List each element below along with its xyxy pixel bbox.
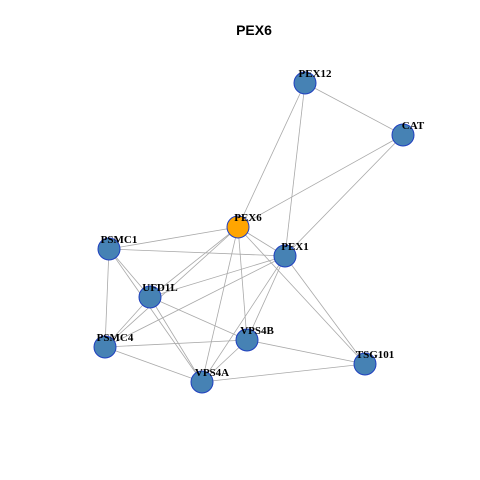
node-label-vps4b: VPS4B [240, 325, 274, 337]
node-psmc1 [97, 237, 121, 261]
node-pex12 [293, 71, 317, 95]
edge-psmc4-vps4b [104, 339, 248, 348]
edge-pex6-ufd1l [149, 226, 239, 298]
edge-pex6-psmc1 [108, 226, 239, 250]
node-cat [391, 123, 415, 147]
edge-psmc1-vps4a [108, 248, 203, 383]
node-label-pex12: PEX12 [299, 68, 333, 80]
node-label-pex6: PEX6 [234, 212, 262, 224]
edge-pex6-tsg101 [237, 226, 366, 365]
edge-vps4b-tsg101 [246, 339, 366, 365]
node-label-cat: CAT [402, 120, 425, 132]
node-layer [93, 71, 415, 394]
edge-vps4a-tsg101 [201, 363, 366, 383]
edge-pex12-pex1 [284, 82, 306, 257]
edge-pex6-psmc4 [104, 226, 239, 348]
edge-cat-pex6 [237, 134, 404, 228]
edge-pex6-vps4b [237, 226, 248, 341]
diagram-title: PEX6 [236, 22, 272, 38]
node-label-psmc1: PSMC1 [101, 234, 138, 246]
edge-psmc4-vps4a [104, 346, 203, 383]
edge-pex1-psmc4 [104, 255, 286, 348]
edge-pex1-ufd1l [149, 255, 286, 298]
edge-psmc1-pex1 [108, 248, 286, 257]
node-tsg101 [353, 352, 377, 376]
node-label-vps4a: VPS4A [195, 367, 229, 379]
node-ufd1l [138, 285, 162, 309]
edge-pex12-pex6 [237, 82, 306, 228]
edge-pex1-vps4a [201, 255, 286, 383]
edge-psmc1-psmc4 [104, 248, 110, 348]
node-vps4a [190, 370, 214, 394]
edge-pex1-tsg101 [284, 255, 366, 365]
node-vps4b [235, 328, 259, 352]
node-label-pex1: PEX1 [281, 241, 309, 253]
edge-ufd1l-vps4b [149, 296, 248, 341]
node-label-psmc4: PSMC4 [97, 332, 134, 344]
node-label-tsg101: TSG101 [356, 349, 395, 361]
edge-cat-pex1 [284, 134, 404, 257]
node-label-ufd1l: UFD1L [142, 282, 177, 294]
edge-pex1-vps4b [246, 255, 286, 341]
edge-ufd1l-vps4a [149, 296, 203, 383]
node-pex1 [273, 244, 297, 268]
node-pex6 [226, 215, 250, 239]
node-psmc4 [93, 335, 117, 359]
edge-pex6-vps4a [201, 226, 239, 383]
edge-pex12-cat [304, 82, 404, 136]
